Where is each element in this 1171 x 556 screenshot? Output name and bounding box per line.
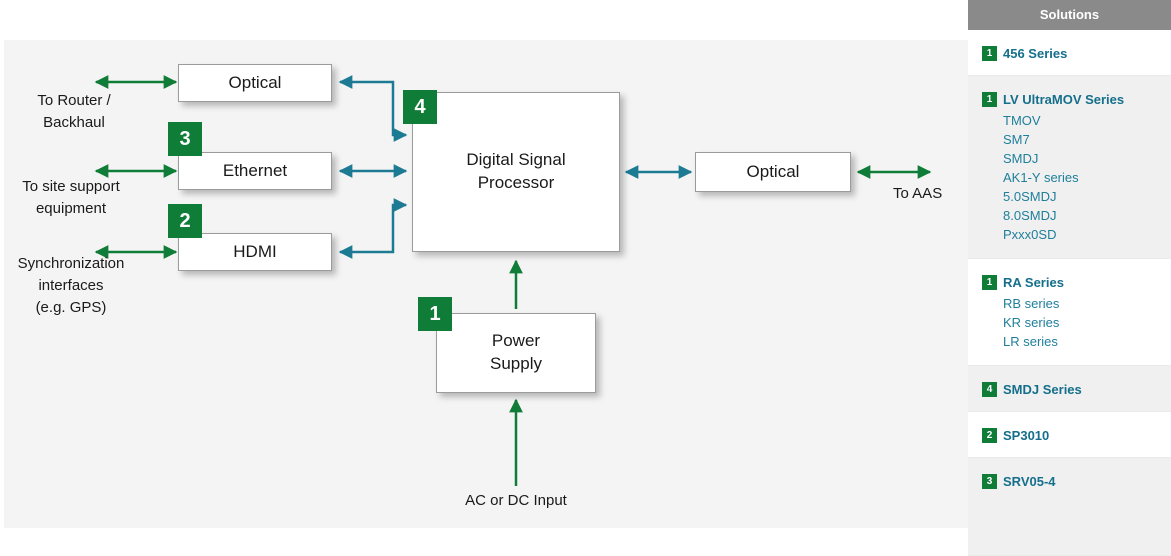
series-item-link[interactable]: SM7 [1003, 132, 1030, 147]
label-to-router-backhaul: To Router / Backhaul [37, 92, 111, 131]
series-link-sp3010[interactable]: SP3010 [1003, 428, 1050, 443]
solution-badge: 1 [982, 46, 997, 61]
series-item-link[interactable]: SMDJ [1003, 151, 1039, 166]
series-item-link[interactable]: LR series [1003, 334, 1058, 349]
series-item-link[interactable]: 5.0SMDJ [1003, 189, 1057, 204]
diagram-badge-4: 4 [403, 90, 437, 124]
label-to-aas: To AAS [893, 185, 943, 202]
solutions-sidebar: Solutions 1 456 Series 1 LV UltraMOV Ser… [968, 0, 1171, 556]
diagram-badge-3: 3 [168, 122, 202, 156]
label-ac-dc-input: AC or DC Input [465, 492, 567, 509]
series-link-ra[interactable]: RA Series [1003, 275, 1064, 290]
series-item-link[interactable]: AK1-Y series [1003, 170, 1079, 185]
solutions-group-srv05-4: 3 SRV05-4 [968, 458, 1171, 556]
node-digital-signal-processor: Digital Signal Processor [412, 92, 620, 252]
node-ethernet-label: Ethernet [222, 160, 288, 180]
solutions-group-ra-series: 1 RA Series RB series KR series LR serie… [968, 259, 1171, 366]
node-optical-right: Optical [695, 152, 851, 192]
label-to-site-support: To site support equipment [22, 178, 120, 217]
solution-badge: 3 [982, 474, 997, 489]
diagram-badge-1: 1 [418, 297, 452, 331]
solutions-group-lv-ultramov: 1 LV UltraMOV Series TMOV SM7 SMDJ AK1-Y… [968, 76, 1171, 259]
series-link-smdj[interactable]: SMDJ Series [1003, 382, 1082, 397]
diagram-badge-2: 2 [168, 204, 202, 238]
node-optical-left-label: Optical [228, 72, 282, 92]
series-link-srv05[interactable]: SRV05-4 [1003, 474, 1056, 489]
node-optical-right-label: Optical [746, 161, 800, 181]
series-item-link[interactable]: Pxxx0SD [1003, 227, 1057, 242]
node-power-supply: Power Supply [436, 313, 596, 393]
node-dsp-label: Digital Signal Processor [466, 150, 566, 192]
node-power-supply-label: Power Supply [490, 331, 542, 373]
sidebar-header: Solutions [968, 0, 1171, 30]
series-item-link[interactable]: TMOV [1003, 113, 1041, 128]
series-item-link[interactable]: KR series [1003, 315, 1060, 330]
solution-badge: 4 [982, 382, 997, 397]
series-item-link[interactable]: RB series [1003, 296, 1060, 311]
label-sync-interfaces: Synchronization interfaces (e.g. GPS) [17, 255, 125, 316]
node-hdmi-label: HDMI [233, 241, 277, 261]
solutions-group-456-series: 1 456 Series [968, 30, 1171, 76]
node-hdmi: HDMI [178, 233, 332, 271]
solution-badge: 2 [982, 428, 997, 443]
solutions-group-sp3010: 2 SP3010 [968, 412, 1171, 458]
node-ethernet: Ethernet [178, 152, 332, 190]
series-link-456[interactable]: 456 Series [1003, 46, 1068, 61]
solution-badge: 1 [982, 275, 997, 290]
solution-badge: 1 [982, 92, 997, 107]
series-item-link[interactable]: 8.0SMDJ [1003, 208, 1057, 223]
series-link-lv-ultramov[interactable]: LV UltraMOV Series [1003, 92, 1125, 107]
solutions-group-smdj-series: 4 SMDJ Series [968, 366, 1171, 412]
node-optical-left: Optical [178, 64, 332, 102]
